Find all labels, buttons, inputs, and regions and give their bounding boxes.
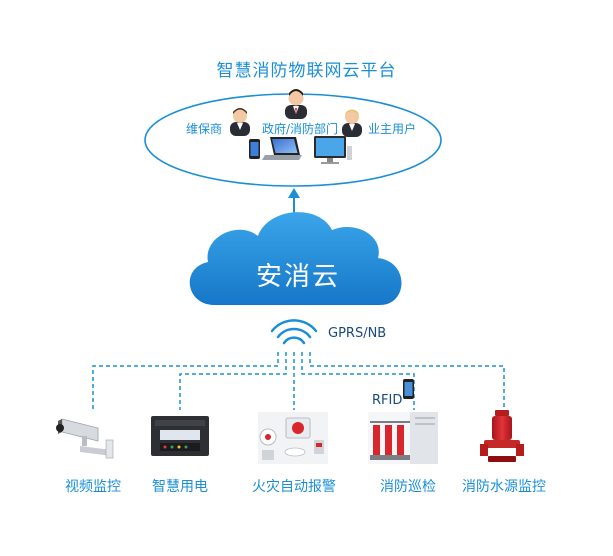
upload-arrow-icon (288, 188, 300, 213)
government-person-icon (285, 89, 307, 119)
water-pump-icon (480, 410, 524, 462)
fire-alarm-icon (258, 412, 328, 464)
maintainer-person-icon (230, 108, 250, 136)
rfid-phone-icon (403, 379, 414, 399)
device-label-inspection: 消防巡检 (380, 479, 436, 495)
role-government-label: 政府/消防部门 (262, 122, 339, 136)
pump-inspection-icon (368, 412, 438, 464)
device-label-water-source: 消防水源监控 (462, 479, 546, 495)
power-monitor-icon (151, 416, 209, 456)
cctv-camera-icon (56, 418, 114, 459)
device-label-power: 智慧用电 (152, 479, 208, 495)
role-maintainer-label: 维保商 (186, 122, 223, 136)
rfid-label: RFID (372, 393, 403, 408)
owner-person-icon (342, 109, 362, 137)
laptop-icon (262, 137, 302, 160)
platform-title: 智慧消防物联网云平台 (216, 61, 397, 81)
device-label-video: 视频监控 (65, 479, 121, 495)
desktop-monitor-icon (314, 136, 352, 164)
connection-label: GPRS/NB (328, 326, 387, 341)
role-owner-label: 业主用户 (368, 122, 417, 136)
device-label-fire-alarm: 火灾自动报警 (252, 479, 336, 495)
cloud-label: 安消云 (256, 262, 341, 292)
phone-icon (249, 139, 260, 159)
wireless-signal-icon (270, 319, 318, 345)
network-connectors (92, 352, 505, 410)
cloud-shape (189, 212, 402, 305)
